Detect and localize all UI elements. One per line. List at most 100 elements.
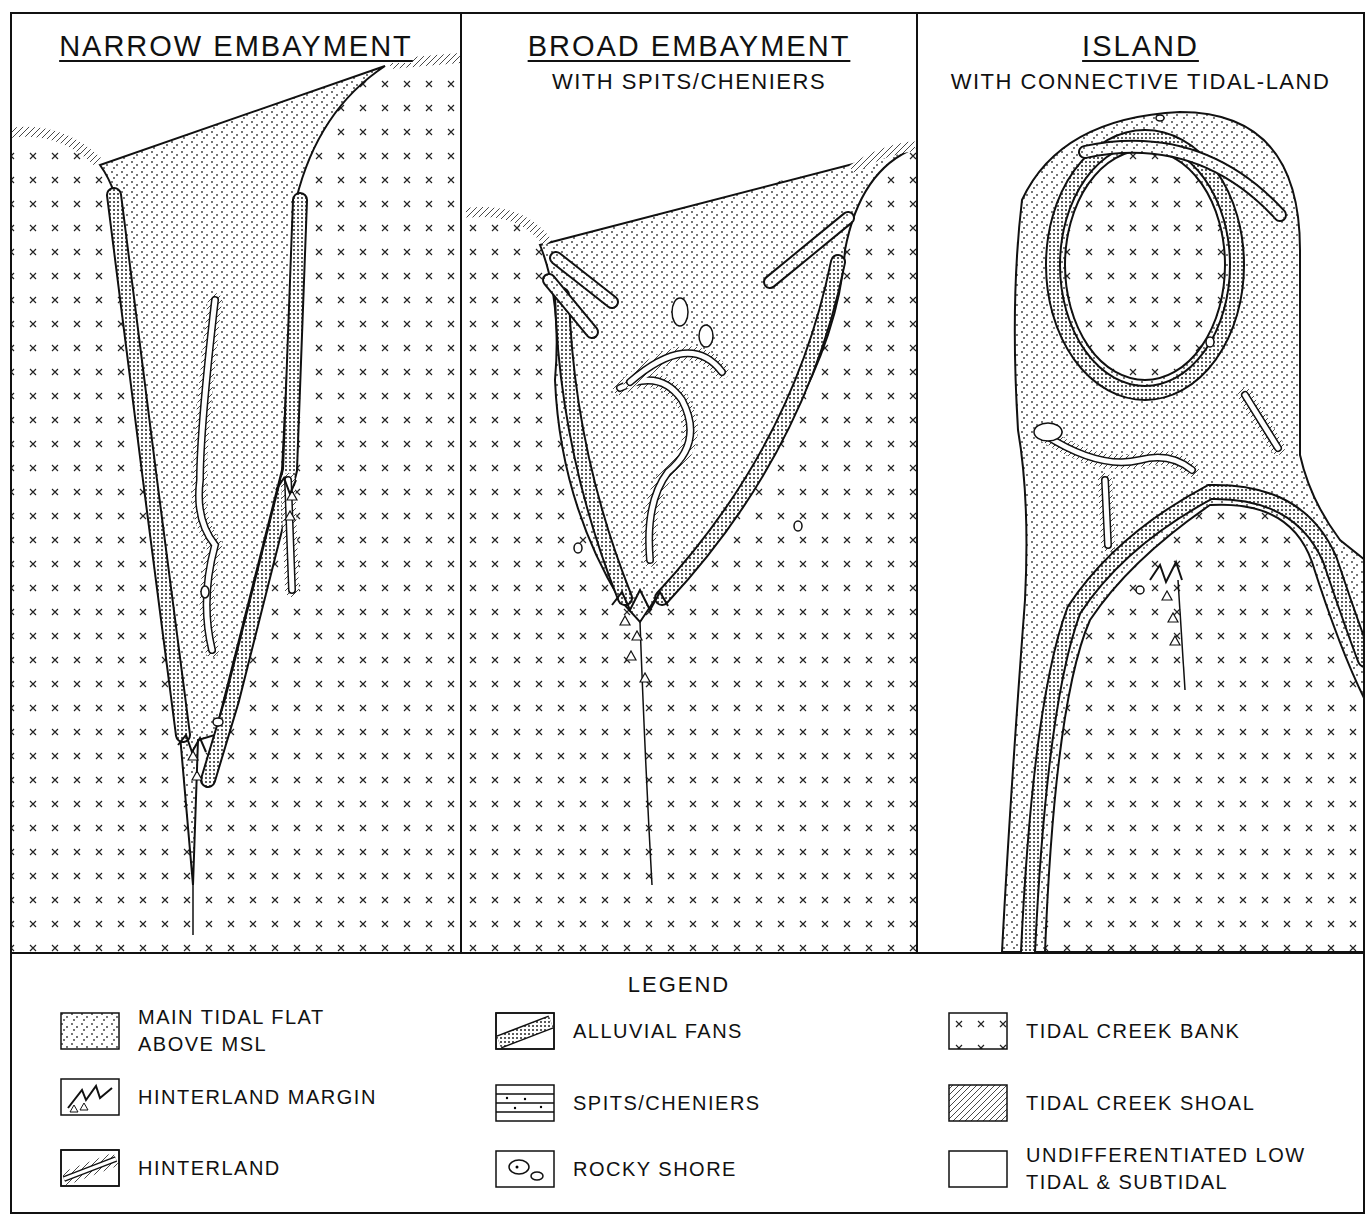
map-shape bbox=[524, 1098, 526, 1100]
legend-swatch bbox=[495, 1150, 555, 1188]
bank-stroke bbox=[620, 380, 690, 560]
bank-stroke bbox=[1045, 395, 1278, 545]
margin-stroke bbox=[114, 195, 183, 735]
legend-text: MAIN TIDAL FLAT ABOVE MSL bbox=[138, 1004, 388, 1058]
bank-stroke bbox=[199, 300, 292, 650]
rock-stroke bbox=[466, 146, 915, 243]
island-map bbox=[1002, 112, 1365, 952]
bank-stroke bbox=[1245, 395, 1278, 448]
shoal-stroke bbox=[672, 298, 688, 326]
legend-swatch bbox=[60, 1012, 120, 1050]
spit-stroke bbox=[1085, 147, 1280, 215]
margin-stroke bbox=[1053, 137, 1237, 393]
map-shape bbox=[64, 1159, 116, 1179]
map-shape bbox=[509, 1160, 529, 1174]
legend-swatch bbox=[948, 1150, 1008, 1188]
margin-stroke bbox=[114, 195, 183, 735]
tri-stroke bbox=[1162, 591, 1180, 645]
spit-stroke bbox=[1085, 147, 1280, 215]
rock-stroke bbox=[466, 212, 548, 243]
map-shape bbox=[540, 148, 915, 622]
shoal-stroke bbox=[794, 521, 802, 531]
fan-stroke bbox=[612, 590, 668, 610]
margin-stroke bbox=[208, 200, 300, 780]
tri-stroke bbox=[1162, 591, 1180, 645]
map-shape bbox=[61, 1013, 119, 1049]
map-shape bbox=[531, 1172, 543, 1180]
map-shape bbox=[1045, 505, 1365, 952]
spit-stroke bbox=[1085, 147, 1280, 215]
fan-stroke bbox=[612, 590, 668, 610]
bank-stroke bbox=[1245, 395, 1278, 448]
legend-swatch bbox=[948, 1012, 1008, 1050]
shoal-stroke bbox=[1034, 115, 1214, 594]
bank-stroke bbox=[630, 353, 722, 382]
spit-stroke bbox=[549, 218, 848, 332]
bank-stroke bbox=[620, 353, 722, 560]
map-shape bbox=[514, 1107, 516, 1109]
map-panel: NARROW EMBAYMENT bbox=[10, 12, 462, 954]
map-shape bbox=[64, 1159, 116, 1179]
legend-text: HINTERLAND bbox=[138, 1155, 388, 1182]
map-shape bbox=[61, 1150, 119, 1186]
shoal-stroke bbox=[574, 543, 582, 553]
bank-stroke bbox=[199, 300, 215, 650]
map-shape bbox=[496, 1013, 554, 1049]
map-shape bbox=[540, 1106, 542, 1108]
shoal-stroke bbox=[213, 718, 223, 726]
tri-stroke bbox=[620, 616, 650, 682]
shoal-stroke bbox=[1156, 115, 1164, 121]
margin-stroke bbox=[208, 200, 300, 780]
bank-stroke bbox=[1045, 435, 1192, 470]
map-shape bbox=[64, 1159, 116, 1179]
map-shape bbox=[496, 1151, 554, 1187]
map-shape bbox=[506, 1097, 508, 1099]
tri-stroke bbox=[620, 616, 650, 682]
map-shape bbox=[10, 60, 460, 952]
spit-stroke bbox=[770, 218, 848, 282]
panel-subtitle: WITH CONNECTIVE TIDAL-LAND bbox=[951, 69, 1331, 95]
bank-stroke bbox=[1105, 480, 1108, 545]
map-shape bbox=[949, 1151, 1007, 1187]
legend-swatch bbox=[60, 1149, 120, 1187]
bank-stroke bbox=[1045, 435, 1192, 470]
narrow-embayment-map bbox=[10, 58, 460, 952]
fan-stroke bbox=[178, 735, 206, 752]
fan-stroke bbox=[1150, 562, 1182, 582]
bank-stroke bbox=[1105, 480, 1108, 545]
margin-stroke bbox=[562, 295, 625, 598]
shoal-stroke bbox=[1136, 586, 1144, 594]
panel-title: BROAD EMBAYMENT bbox=[528, 30, 851, 63]
fan-stroke bbox=[178, 478, 296, 752]
bank-stroke bbox=[630, 353, 722, 382]
shoal-stroke bbox=[1034, 423, 1062, 441]
tri-stroke bbox=[188, 491, 297, 780]
legend-swatch bbox=[495, 1084, 555, 1122]
bank-stroke bbox=[1105, 480, 1108, 545]
legend-swatch bbox=[60, 1078, 120, 1116]
map-shape bbox=[1002, 112, 1365, 952]
shoal-stroke bbox=[574, 298, 802, 553]
legend-text: SPITS/CHENIERS bbox=[573, 1090, 873, 1117]
map-shape bbox=[499, 1022, 551, 1042]
margin-stroke bbox=[1028, 137, 1365, 952]
bank-stroke bbox=[620, 380, 690, 560]
legend-text: ALLUVIAL FANS bbox=[573, 1018, 873, 1045]
bank-stroke bbox=[199, 300, 215, 650]
rock-stroke bbox=[10, 58, 460, 162]
map-shape bbox=[61, 1079, 119, 1115]
legend-swatch bbox=[495, 1012, 555, 1050]
map-shape bbox=[462, 145, 916, 952]
legend-heading: LEGEND bbox=[628, 972, 730, 998]
margin-stroke bbox=[562, 295, 625, 598]
shoal-stroke bbox=[201, 586, 209, 598]
map-shape bbox=[192, 885, 194, 935]
bank-stroke bbox=[620, 380, 690, 560]
bank-stroke bbox=[630, 353, 722, 382]
map-panel: BROAD EMBAYMENTWITH SPITS/CHENIERS bbox=[460, 12, 918, 954]
margin-stroke bbox=[562, 262, 838, 598]
map-shape bbox=[1178, 580, 1185, 690]
map-shape bbox=[70, 1103, 88, 1112]
margin-stroke bbox=[114, 195, 300, 780]
map-shape bbox=[496, 1094, 554, 1112]
